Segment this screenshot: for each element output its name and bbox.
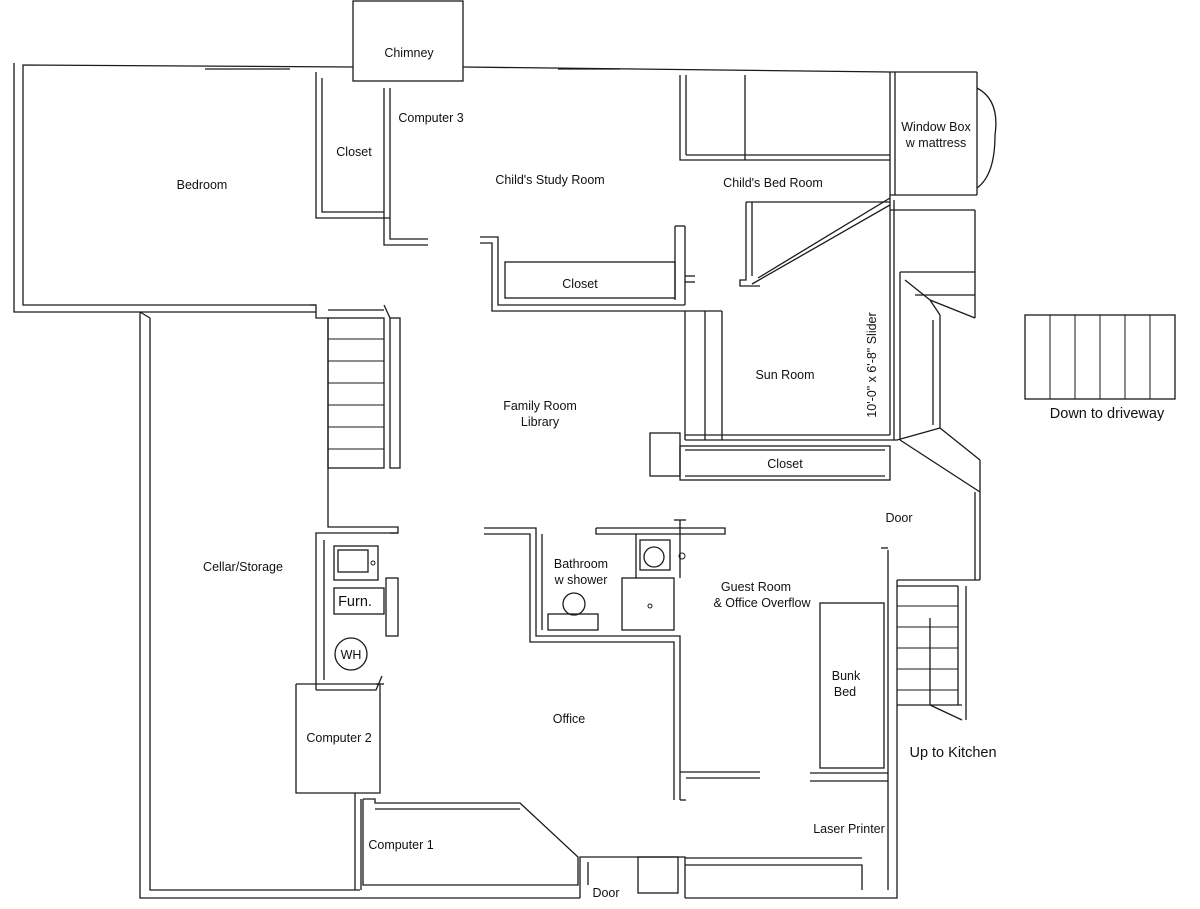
nw-closet: Closet Computer 3 — [315, 72, 464, 246]
office-overflow-label: & Office Overflow — [713, 596, 811, 610]
computer1-label: Computer 1 — [368, 838, 433, 852]
bathroom: Bathroom w shower — [484, 519, 726, 800]
driveway-stairs: Down to driveway — [1024, 314, 1176, 422]
shower — [621, 577, 675, 631]
toilet-icon — [562, 592, 586, 616]
bunk-bed-label: Bed — [834, 685, 856, 699]
water-heater-label: WH — [341, 648, 362, 662]
window-box: Window Box w mattress — [890, 71, 997, 196]
child-bedroom: Child's Bed Room — [679, 75, 891, 287]
furnace — [333, 587, 385, 615]
utility: Furn. WH — [316, 532, 399, 691]
bed-room-label: Child's Bed Room — [723, 176, 823, 190]
bunk-label: Bunk — [832, 669, 861, 683]
sink-bath-icon — [643, 546, 665, 568]
computer2-desk: Computer 2 — [295, 683, 381, 890]
main-stairs — [310, 304, 401, 690]
down-driveway-label: Down to driveway — [1050, 406, 1165, 422]
sun-room: Sun Room 10'-0" x 6'-8" Slider — [684, 200, 897, 441]
guest-room-label: Guest Room — [721, 580, 791, 594]
study-closet: Closet — [480, 225, 695, 312]
kitchen-stairs: Up to Kitchen — [897, 585, 997, 761]
family-room-label: Family Room — [503, 399, 577, 413]
slider-label: 10'-0" x 6'-8" Slider — [865, 312, 879, 417]
up-kitchen-label: Up to Kitchen — [909, 745, 996, 761]
closet-sun-label: Closet — [767, 457, 803, 471]
library-label: Library — [521, 415, 560, 429]
water-heater-icon — [334, 637, 368, 671]
guest-room: Bunk Bed Guest Room & Office Overflow Do… — [680, 511, 913, 801]
closet-nw-label: Closet — [336, 145, 372, 159]
east-deck — [890, 209, 981, 581]
outer-walls — [13, 63, 898, 899]
computer1-desk: Computer 1 — [362, 798, 579, 886]
computer2-label: Computer 2 — [306, 731, 371, 745]
computer3-label: Computer 3 — [398, 111, 463, 125]
window-box-label: Window Box — [901, 120, 971, 134]
cellar-label: Cellar/Storage — [203, 560, 283, 574]
chimney: Chimney — [352, 0, 464, 82]
door-south-label: Door — [592, 886, 619, 900]
bedroom-label: Bedroom — [177, 178, 228, 192]
closet-study-label: Closet — [562, 277, 598, 291]
south-door: Door — [579, 856, 863, 900]
bunk-bed — [819, 602, 885, 769]
sun-room-label: Sun Room — [755, 368, 814, 382]
window-box-sub-label: w mattress — [905, 136, 966, 150]
furnace-label: Furn. — [338, 594, 372, 610]
study-room-label: Child's Study Room — [495, 173, 604, 187]
sun-closet: Closet — [649, 432, 891, 481]
laser-printer-label: Laser Printer — [813, 822, 885, 836]
chimney-label: Chimney — [384, 46, 434, 60]
sink-icon — [333, 545, 379, 581]
shower-label: w shower — [554, 573, 608, 587]
door-east-label: Door — [885, 511, 912, 525]
office-label: Office — [553, 712, 585, 726]
bathroom-label: Bathroom — [554, 557, 608, 571]
